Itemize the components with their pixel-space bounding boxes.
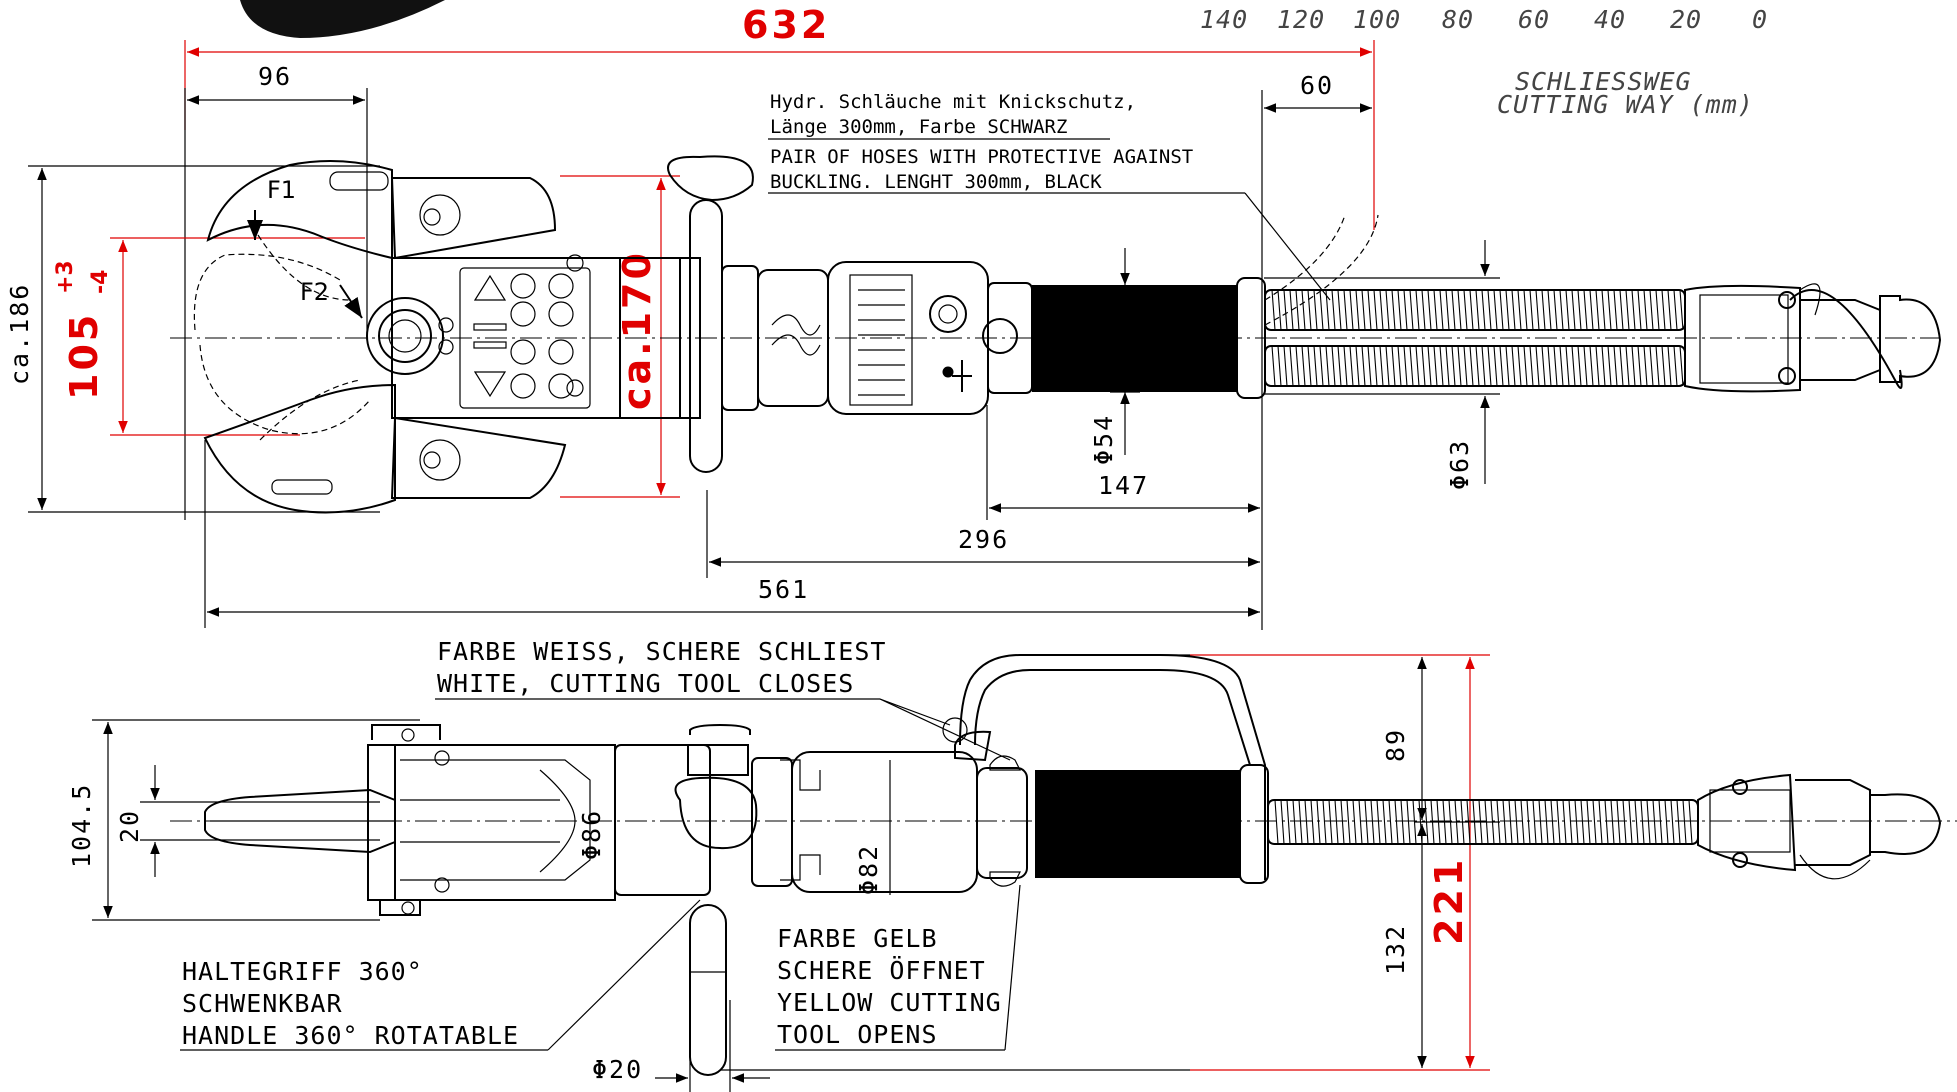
dim-jaw-length: 96 [258,62,292,91]
note-white-2: WHITE, CUTTING TOOL CLOSES [437,669,854,698]
dim-opening-tol-plus: +3 [53,260,78,294]
note-hoses-en-2: BUCKLING. LENGHT 300mm, BLACK [770,171,1102,193]
partial-shape-top [240,0,445,38]
dim-height-89: 89 [1381,728,1410,762]
dim-dia-82: Φ82 [854,844,883,895]
dim-head-height: ca.170 [615,250,659,410]
coupling-top [1684,284,1801,393]
top-view-cutter: F1 F2 [170,155,1942,514]
lower-blade [203,383,396,514]
note-handle-2: SCHWENKBAR [182,989,343,1018]
handle-bar-top [689,199,723,473]
note-yellow-2: SCHERE ÖFFNET [777,956,986,985]
carrying-handle [959,654,1266,880]
dim-hose-dia-single: Φ54 [1089,414,1118,465]
scale-tick: 0 [1752,5,1768,34]
dim-width-20: 20 [115,809,144,843]
note-hoses-de-2: Länge 300mm, Farbe SCHWARZ [770,116,1067,138]
scale-label-de: SCHLIESSWEG [1515,67,1692,96]
note-hoses-en-1: PAIR OF HOSES WITH PROTECTIVE AGAINST [770,146,1193,168]
dim-hose-offset: 60 [1300,71,1334,100]
scale-tick: 80 [1442,5,1474,34]
dim-width-104: 104.5 [67,783,96,868]
side-view-cutter [170,654,1957,1076]
hose-notes: Hydr. Schläuche mit Knickschutz, Länge 3… [768,91,1331,301]
scale-tick: 60 [1518,5,1550,34]
dim-overall-length: 632 [742,3,830,47]
handle-knob-side [674,776,758,850]
cutting-way-scale: 140 120 100 80 60 40 20 0 SCHLIESSWEG CU… [1200,5,1768,119]
side-notes: FARBE WEISS, SCHERE SCHLIEST WHITE, CUTT… [180,637,1021,1051]
note-yellow-4: TOOL OPENS [777,1020,938,1049]
handle-bar-side [689,904,727,1076]
dim-opening-tol-minus: -4 [88,270,113,294]
coupling-side [1697,773,1797,872]
dim-dia-86: Φ86 [577,809,606,860]
force-f2-label: F2 [300,278,329,306]
dim-len-561: 561 [758,575,809,604]
side-view-dimensions: 104.5 20 Φ86 Φ82 89 132 221 Φ20 [67,654,1500,1092]
dim-height-132: 132 [1381,924,1410,975]
dim-len-296: 296 [958,525,1009,554]
hose-sleeve-side [1035,770,1240,878]
note-yellow-1: FARBE GELB [777,924,938,953]
scale-label-en: CUTTING WAY (mm) [1497,90,1754,119]
note-hoses-de-1: Hydr. Schläuche mit Knickschutz, [770,91,1136,113]
scale-tick: 20 [1670,5,1702,34]
note-yellow-3: YELLOW CUTTING [777,988,1002,1017]
scale-tick: 40 [1594,5,1626,34]
dim-height-221: 221 [1427,857,1471,945]
force-f1-label: F1 [267,176,296,204]
top-view-dimensions: 632 96 60 ca.186 105 +3 -4 ca.170 Φ54 [5,3,1500,630]
dim-height-total: ca.186 [5,283,34,385]
dim-len-147: 147 [1098,471,1149,500]
upper-blade [206,160,393,260]
scale-tick: 100 [1353,5,1401,34]
note-white-1: FARBE WEISS, SCHERE SCHLIEST [437,637,886,666]
dim-handle-dia: Φ20 [592,1055,643,1084]
scale-tick: 120 [1277,5,1325,34]
dim-opening: 105 [62,312,106,400]
scale-tick: 140 [1200,5,1248,34]
hose-sleeve-top [1032,285,1237,392]
note-handle-3: HANDLE 360° ROTATABLE [182,1021,519,1050]
handle-knob-top [667,155,754,202]
note-handle-1: HALTEGRIFF 360° [182,957,423,986]
dim-hose-dia-pair: Φ63 [1445,439,1474,490]
